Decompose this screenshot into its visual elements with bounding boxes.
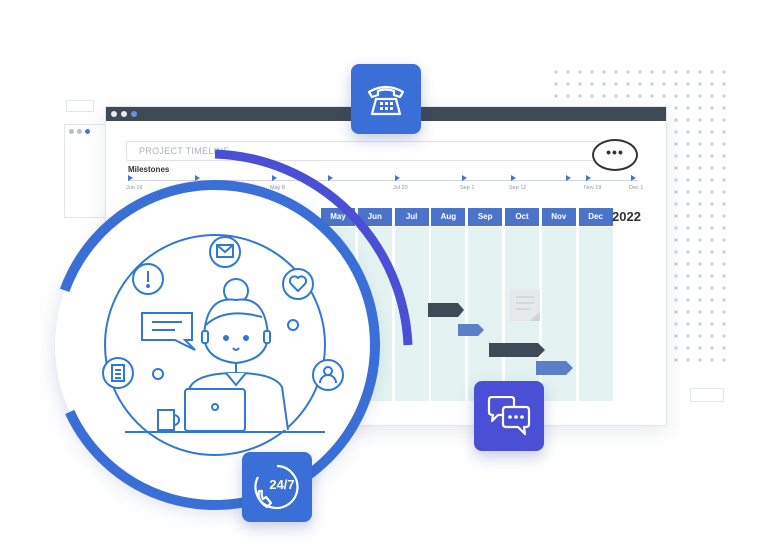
laptop-icon [184,388,246,432]
month-column [468,227,503,401]
phone-icon [367,85,405,116]
heart-icon [282,268,314,300]
milestone-marker [631,175,636,181]
window-dot [111,111,117,117]
month-header: Sep [468,208,503,226]
message-bubble-icon [141,312,196,351]
ghost-box-decoration [66,100,94,112]
milestones-label: Milestones [128,165,170,174]
indigo-arc-decoration [214,149,413,346]
milestone-marker [462,175,467,181]
chat-badge[interactable] [474,381,544,451]
ghost-box-decoration [690,388,724,402]
task-bar [536,361,573,375]
blue-ring-decoration [50,180,380,510]
milestone-marker [566,175,571,181]
gantt-task-bars [428,289,573,375]
milestone-marker [195,175,200,181]
month-column [578,227,613,401]
milestone-marker [128,175,133,181]
support-agent-illustration [50,149,413,510]
milestone-marker [328,175,333,181]
mug-icon [157,409,180,431]
milestone-axis [128,180,638,181]
month-header: Jul [394,208,429,226]
window-dot [121,111,127,117]
user-icon [312,359,344,391]
milestone-date: Nov 19 [584,185,602,191]
month-header: Jun [357,208,392,226]
document-icon [102,357,134,389]
milestone-date: Sep 1 [460,185,475,191]
phone-badge[interactable] [351,64,421,134]
milestone-marker [586,175,591,181]
alert-icon [132,263,164,295]
month-header: Dec [578,208,613,226]
milestone-date: Dec 1 [629,185,644,191]
milestone-date: May 8 [270,185,285,191]
task-bar [489,343,545,357]
milestone-marker [395,175,400,181]
mail-icon [209,236,241,268]
support-24-7-icon: 24/7 [251,461,303,513]
milestone-marker [272,175,277,181]
milestone-date: Jun 16 [126,185,143,191]
task-bar [458,324,484,336]
speech-bubble-icon: ••• [592,139,638,171]
support-hours-label: 24/7 [269,477,295,492]
month-header: Aug [431,208,466,226]
ghost-window-decoration [64,124,108,218]
milestone-marker [511,175,516,181]
milestone-date: Sep 12 [509,185,527,191]
month-header: Nov [541,208,576,226]
month-header: Oct [505,208,539,226]
note-icon [510,289,540,321]
milestone-date: Jul 20 [393,185,408,191]
task-bar [428,303,464,317]
chat-icon [487,396,531,436]
year-label: 2022 [612,209,641,224]
window-dot [131,111,137,117]
support-24-7-badge[interactable]: 24/7 [242,452,312,522]
